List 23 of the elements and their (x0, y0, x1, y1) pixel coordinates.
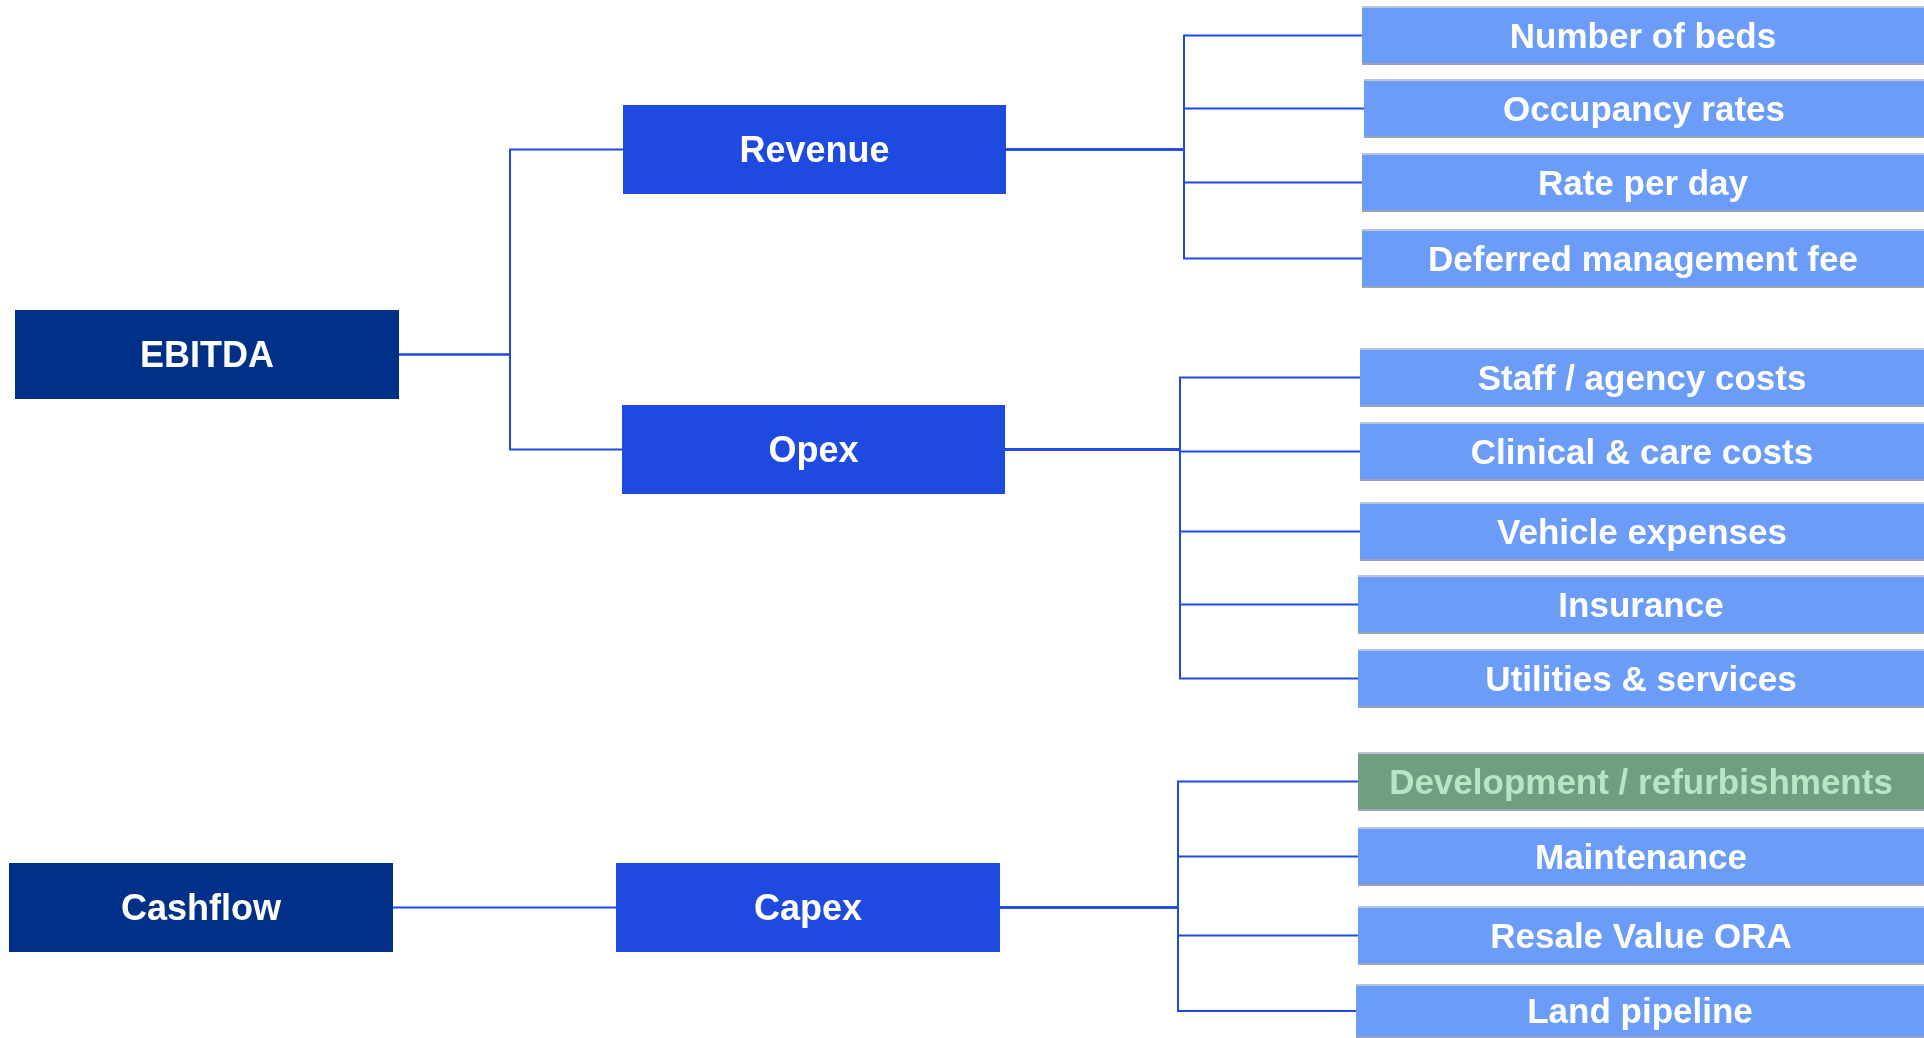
connector-line (392, 906, 617, 909)
connector-line (1004, 448, 1359, 680)
driver-box: Number of beds (1362, 6, 1924, 65)
driver-box: Utilities & services (1358, 649, 1924, 708)
driver-box: Deferred management fee (1362, 229, 1924, 288)
connector-line (1005, 148, 1363, 260)
category-box: Cashflow (9, 863, 393, 952)
category-box: EBITDA (15, 310, 399, 399)
driver-box: Clinical & care costs (1360, 422, 1924, 481)
category-box: Opex (622, 405, 1005, 494)
driver-box: Vehicle expenses (1360, 502, 1924, 561)
driver-box: Staff / agency costs (1360, 348, 1924, 407)
driver-box: Maintenance (1358, 827, 1924, 886)
driver-box: Insurance (1358, 575, 1924, 634)
connector-line (398, 353, 623, 451)
driver-box: Resale Value ORA (1358, 906, 1924, 965)
driver-box: Development / refurbishments (1358, 752, 1924, 811)
driver-box: Land pipeline (1356, 984, 1924, 1038)
driver-box: Rate per day (1362, 153, 1924, 212)
category-box: Revenue (623, 105, 1006, 194)
driver-box: Occupancy rates (1364, 79, 1924, 138)
category-box: Capex (616, 863, 1000, 952)
connector-line (999, 906, 1357, 1012)
